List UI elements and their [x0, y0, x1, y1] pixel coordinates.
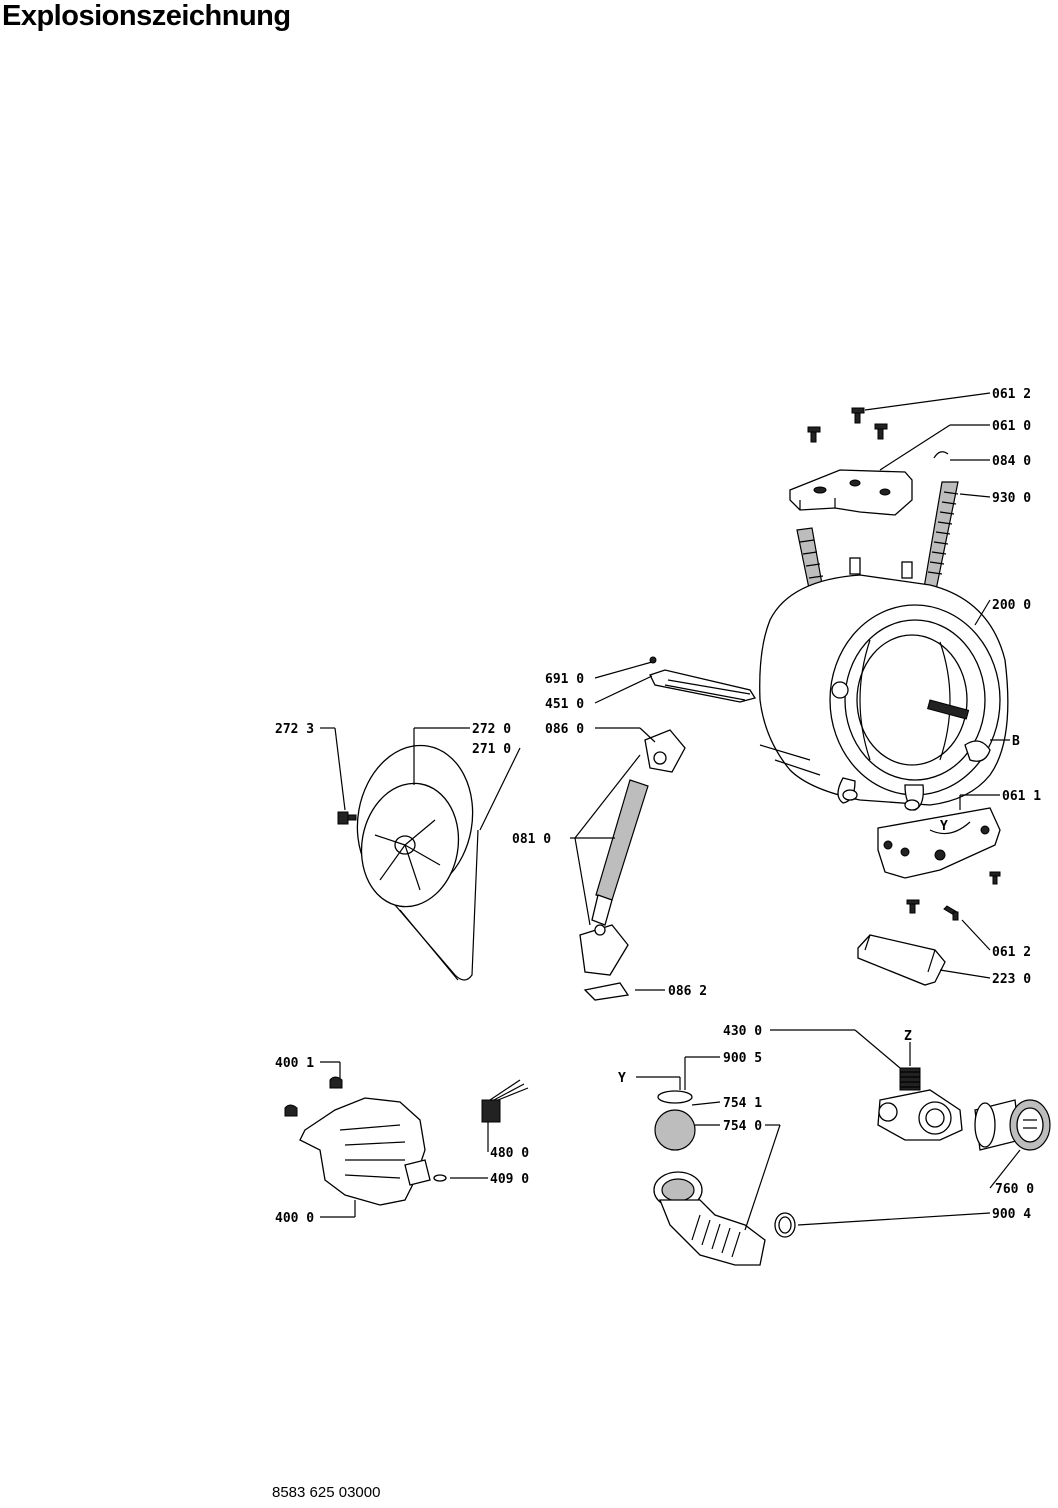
- callout-label: Y: [940, 819, 948, 834]
- drum-tub-part: [759, 557, 1009, 811]
- heater-part: [649, 656, 757, 703]
- weight-block-part: [857, 934, 946, 986]
- support-bracket-part: [877, 807, 1001, 885]
- screw-part: [807, 407, 888, 443]
- callout-label: 900 5: [723, 1051, 762, 1066]
- drain-hose-part: [653, 1171, 766, 1266]
- clip-part: [583, 982, 630, 1001]
- callout-label: Y: [618, 1071, 626, 1086]
- callout-label: 754 1: [723, 1096, 762, 1111]
- callout-label: 480 0: [490, 1146, 529, 1161]
- callout-label: Z: [904, 1029, 912, 1044]
- callout-label: 084 0: [992, 454, 1031, 469]
- callout-label: 061 2: [992, 387, 1031, 402]
- seal-ring-part: [657, 1090, 693, 1104]
- shock-absorber-part: [579, 729, 686, 976]
- callout-label: 223 0: [992, 972, 1031, 987]
- callout-label: 061 0: [992, 419, 1031, 434]
- hose-clamp-part: [774, 1212, 796, 1238]
- callout-label: 400 1: [275, 1056, 314, 1071]
- callout-label: 200 0: [992, 598, 1031, 613]
- callout-label: 930 0: [992, 491, 1031, 506]
- drive-belt-part: [394, 829, 479, 981]
- callout-label: 760 0: [995, 1182, 1034, 1197]
- callout-label: 409 0: [490, 1172, 529, 1187]
- drain-pump-part: [877, 1067, 963, 1141]
- filter-part: [974, 1099, 1051, 1151]
- ball-part: [654, 1109, 696, 1151]
- screw-part: [337, 811, 357, 825]
- callout-label: 754 0: [723, 1119, 762, 1134]
- callout-label: 086 0: [545, 722, 584, 737]
- callout-label: 272 3: [275, 722, 314, 737]
- spring-hook-part: [933, 451, 949, 459]
- callout-label: 900 4: [992, 1207, 1031, 1222]
- callout-label: 086 2: [668, 984, 707, 999]
- callout-label: 691 0: [545, 672, 584, 687]
- callout-label: 451 0: [545, 697, 584, 712]
- callout-label: 271 0: [472, 742, 511, 757]
- callout-label: 430 0: [723, 1024, 762, 1039]
- counterweight-part: [789, 469, 913, 516]
- callout-label: 272 0: [472, 722, 511, 737]
- callout-label: 400 0: [275, 1211, 314, 1226]
- callout-label: 061 1: [1002, 789, 1041, 804]
- document-code: 8583 625 03000: [272, 1484, 381, 1501]
- callout-label: 081 0: [512, 832, 551, 847]
- motor-part: [284, 1076, 447, 1206]
- page-title: Explosionszeichnung: [2, 0, 291, 32]
- callout-label: B: [1012, 734, 1020, 749]
- callout-label: 061 2: [992, 945, 1031, 960]
- screw-part: [906, 899, 959, 921]
- connector-part: [481, 1079, 529, 1123]
- pulley-part: [356, 744, 474, 908]
